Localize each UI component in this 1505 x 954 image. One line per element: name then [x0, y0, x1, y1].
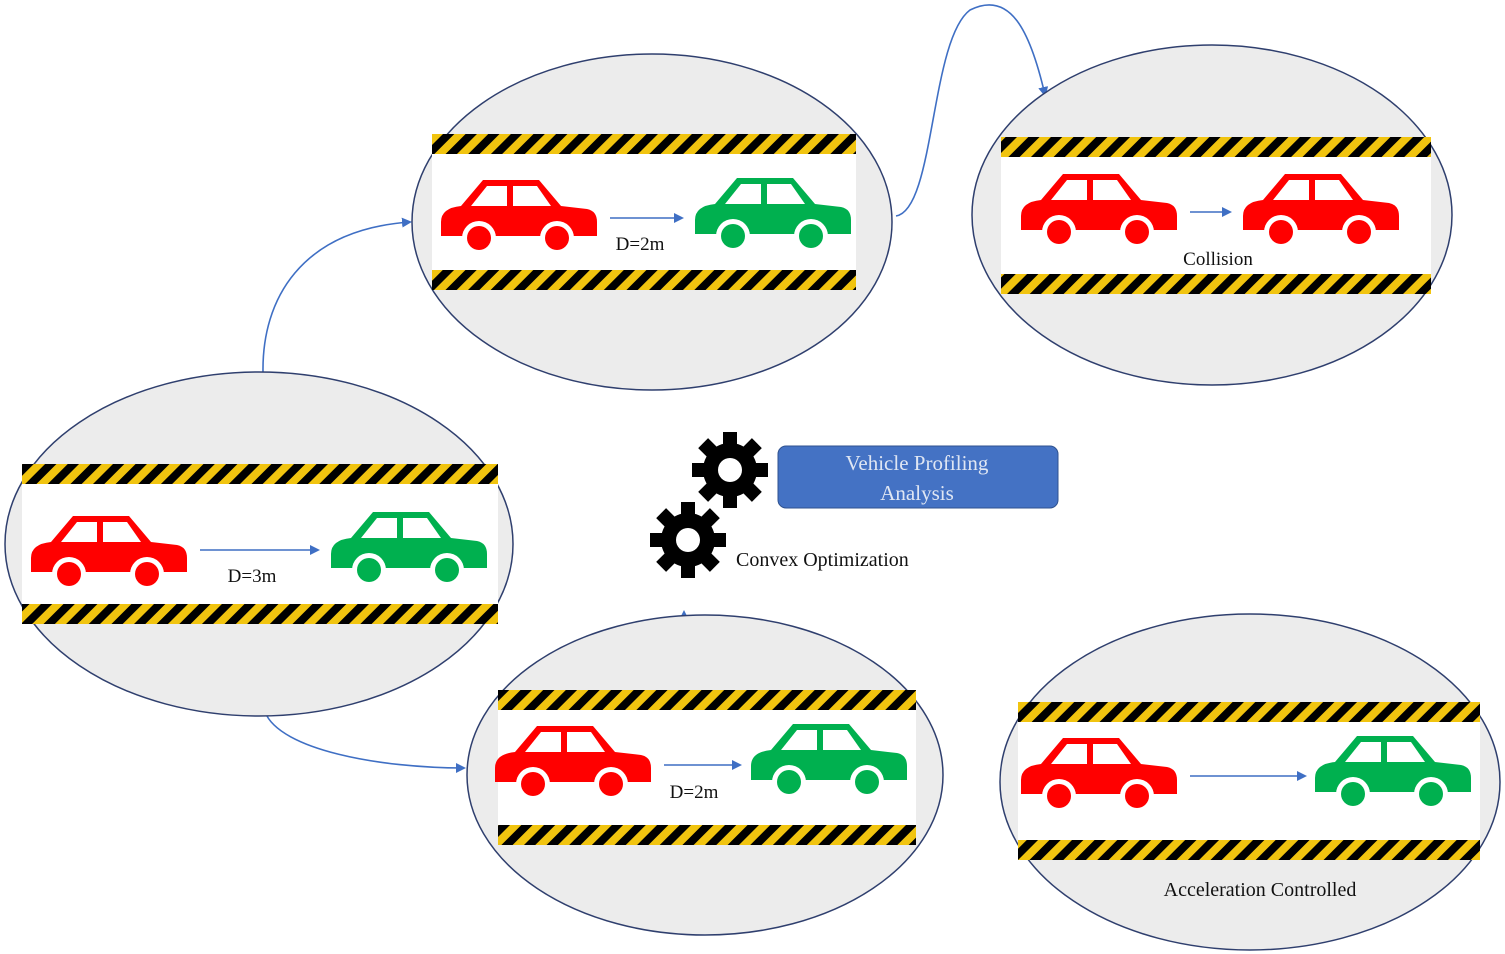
- hazard-stripe: [22, 604, 498, 624]
- scenario-collision: Collision: [971, 44, 1453, 386]
- scenario-no-control: D=2m: [411, 53, 893, 391]
- collision-caption: Collision: [1183, 249, 1253, 270]
- gear-icon: [650, 502, 726, 578]
- distance-label: D=3m: [228, 566, 277, 587]
- scenario-result: Acceleration Controlled: [999, 613, 1501, 951]
- hazard-stripe: [432, 270, 856, 290]
- optimization-center: Vehicle Profiling Analysis Convex Optimi…: [650, 432, 1059, 578]
- vehicle-profiling-line-1: Vehicle Profiling: [846, 451, 989, 475]
- hazard-stripe: [1001, 137, 1431, 157]
- arrow-no-control-to-collision: [895, 4, 1049, 217]
- arrow-start-to-controlled: [264, 711, 466, 773]
- scenario-start: D=3m: [4, 371, 514, 717]
- hazard-stripe: [22, 464, 498, 484]
- hazard-stripe: [432, 134, 856, 154]
- gear-icon: [692, 432, 768, 508]
- arrow-start-to-no-control: [262, 217, 412, 373]
- result-caption: Acceleration Controlled: [1164, 879, 1357, 901]
- scenario-controlled: D=2m: [466, 614, 944, 936]
- convex-optimization-label: Convex Optimization: [736, 549, 909, 571]
- distance-label: D=2m: [670, 782, 719, 803]
- hazard-stripe: [498, 690, 916, 710]
- vehicle-profiling-line-2: Analysis: [880, 481, 954, 505]
- hazard-stripe: [1018, 840, 1480, 860]
- hazard-stripe: [498, 825, 916, 845]
- hazard-stripe: [1001, 274, 1431, 294]
- vehicle-profiling-box: [777, 445, 1059, 509]
- distance-label: D=2m: [616, 234, 665, 255]
- hazard-stripe: [1018, 702, 1480, 722]
